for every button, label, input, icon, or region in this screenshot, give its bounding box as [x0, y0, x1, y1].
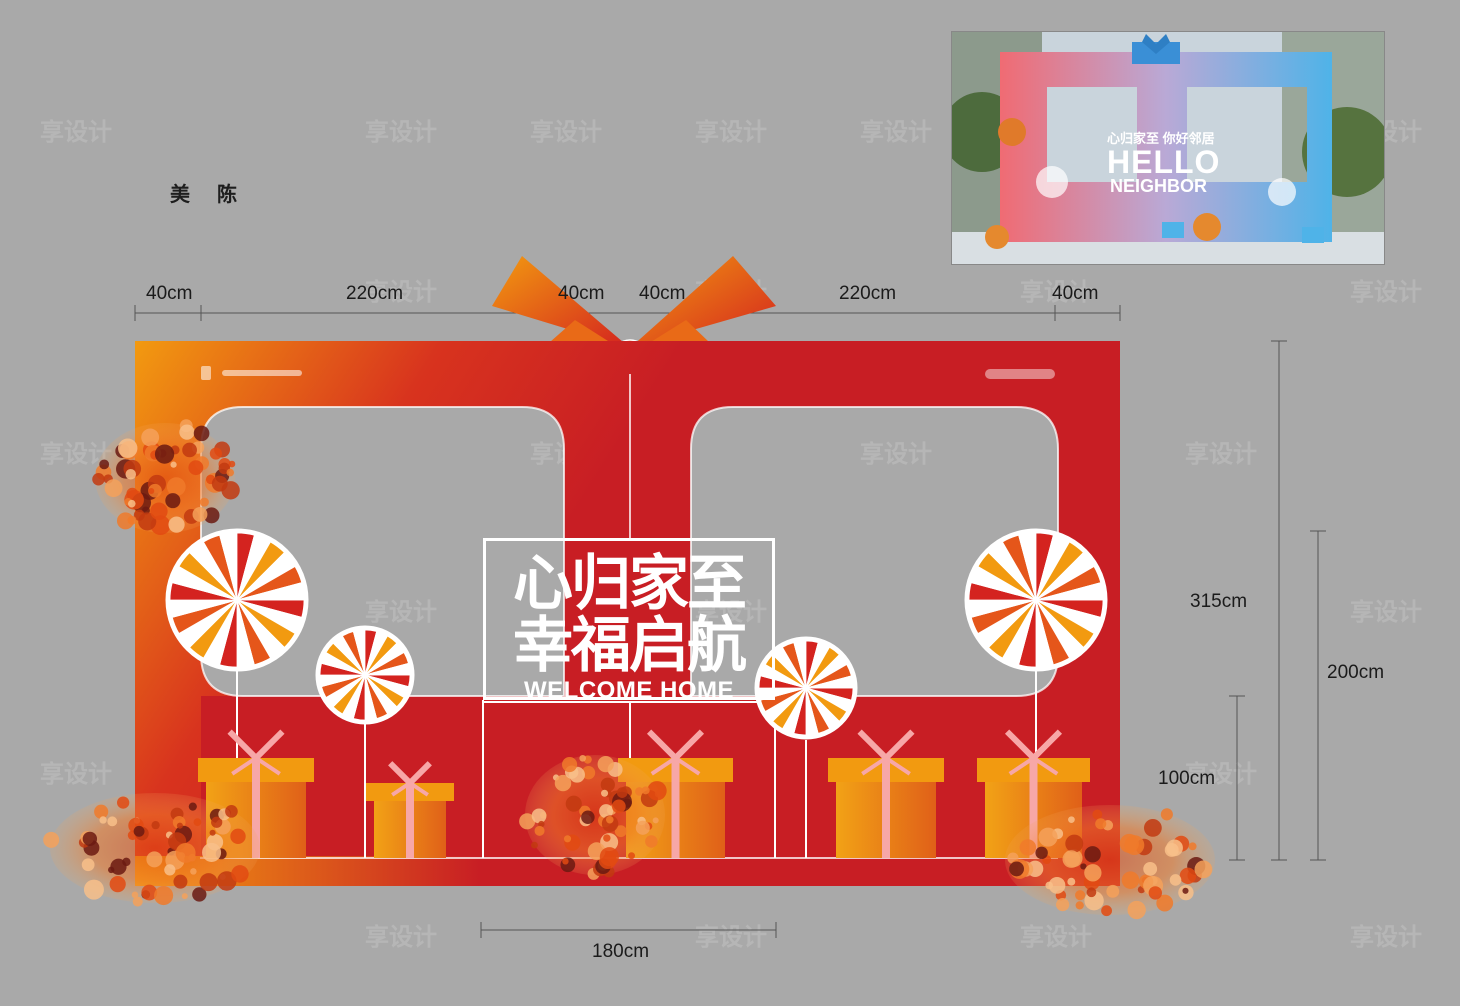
- sign-title-line2: 幸福启航: [513, 611, 747, 681]
- bottom-dimension-line: [480, 922, 777, 938]
- watermark-text: 享设计: [1185, 760, 1257, 788]
- gift-box: [366, 761, 454, 858]
- watermark-text: 享设计: [860, 440, 932, 468]
- pinwheel: [165, 528, 309, 672]
- dim-top-4: 40cm: [639, 283, 686, 304]
- flower-bunch: [43, 793, 260, 907]
- watermark-text: 享设计: [365, 118, 437, 146]
- flower-bunch: [519, 754, 667, 880]
- flower-bunch: [92, 419, 240, 536]
- gift-box: [828, 729, 944, 858]
- dim-top-2: 220cm: [346, 283, 404, 304]
- photo-title-en-2: NEIGHBOR: [1110, 176, 1208, 196]
- dim-top-5: 220cm: [839, 283, 897, 304]
- watermark-text: 享设计: [695, 923, 767, 951]
- watermark-text: 享设计: [40, 760, 112, 788]
- watermark-text: 享设计: [1350, 278, 1422, 306]
- dim-top-6: 40cm: [1052, 283, 1099, 304]
- pinwheels: [165, 528, 1108, 740]
- watermark-text: 享设计: [365, 923, 437, 951]
- right-dimension-lines: [1229, 340, 1326, 861]
- sign-title-line1: 心归家至: [513, 549, 747, 619]
- photo-title-en-1: HELLO: [1107, 144, 1221, 180]
- pinwheel: [964, 528, 1108, 672]
- dim-top-3: 40cm: [558, 283, 605, 304]
- dim-height-total: 315cm: [1190, 591, 1248, 612]
- watermark-text: 享设计: [695, 598, 767, 626]
- sign-english: WELCOME HOME: [524, 677, 734, 704]
- watermark-text: 享设计: [40, 118, 112, 146]
- watermark-text: 享设计: [1185, 440, 1257, 468]
- dim-sign-width: 180cm: [592, 941, 650, 962]
- photo-title-cn: 心归家至 你好邻居: [1107, 131, 1215, 146]
- watermark-text: 享设计: [1350, 923, 1422, 951]
- watermark-text: 享设计: [365, 598, 437, 626]
- watermark-text: 享设计: [1020, 923, 1092, 951]
- watermark-text: 享设计: [860, 118, 932, 146]
- brand-logo-left: [201, 366, 302, 380]
- designer-label: 美 陈: [170, 182, 247, 206]
- pinwheel: [754, 636, 858, 740]
- dim-height-lower: 100cm: [1158, 768, 1216, 789]
- reference-photo-scene: [952, 32, 1384, 264]
- welcome-sign: 心归家至 幸福启航 WELCOME HOME: [483, 538, 775, 704]
- reference-photo: 心归家至 你好邻居 HELLO NEIGHBOR: [951, 31, 1385, 265]
- watermark-text: 享设计: [365, 278, 437, 306]
- watermark-text: 享设计: [1350, 598, 1422, 626]
- flower-arrangements: [43, 419, 1215, 920]
- watermark-text: 享设计: [1020, 278, 1092, 306]
- pinwheel: [315, 625, 415, 725]
- flower-bunch: [1005, 805, 1215, 920]
- top-dimension-line: [134, 305, 1121, 321]
- bow: [492, 256, 776, 375]
- watermark-text: 享设计: [695, 118, 767, 146]
- brand-logo-right: [985, 369, 1055, 379]
- watermark-text: 享设计: [530, 118, 602, 146]
- dim-height-upper: 200cm: [1327, 662, 1385, 683]
- dim-top-1: 40cm: [146, 283, 193, 304]
